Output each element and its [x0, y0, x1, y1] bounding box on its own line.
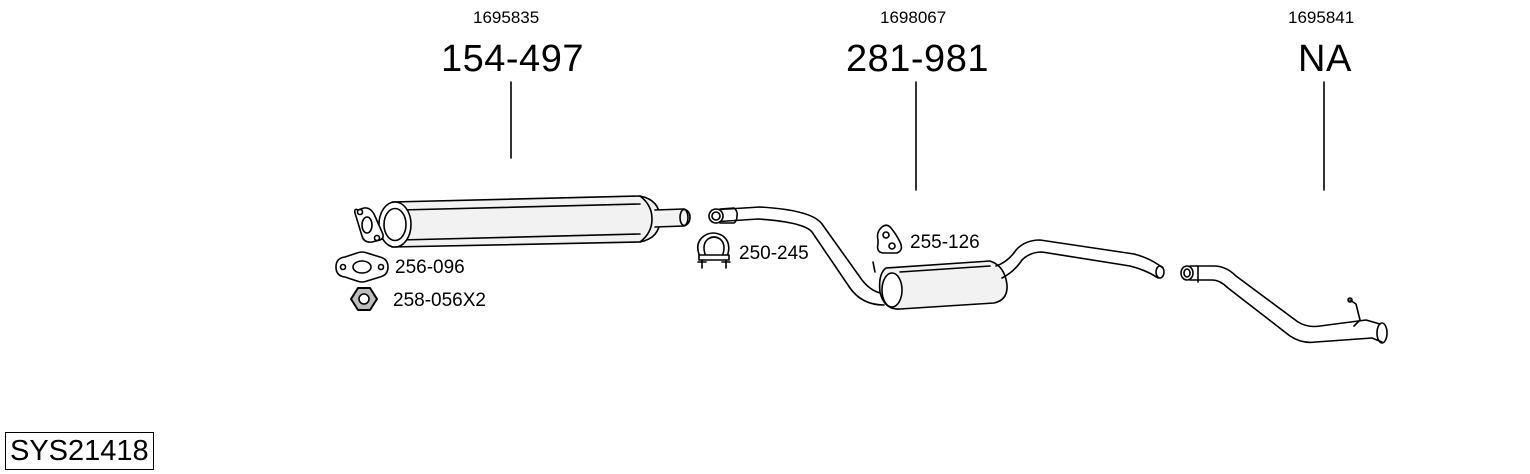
accessory-label-clamp[interactable]: 250-245: [739, 243, 809, 264]
system-code-box: SYS21418: [5, 432, 154, 470]
oem-number-2: 1698067: [880, 8, 947, 27]
part-number-1[interactable]: 154-497: [441, 38, 584, 80]
gasket-icon: [335, 251, 389, 283]
rubber-hanger-icon: [876, 224, 903, 254]
part-number-3[interactable]: NA: [1298, 38, 1352, 80]
tail-pipe-icon: [1180, 265, 1388, 344]
part-number-2[interactable]: 281-981: [846, 38, 989, 80]
clamp-icon: [696, 232, 731, 269]
accessory-label-gasket[interactable]: 256-096: [395, 257, 465, 278]
accessory-label-hanger[interactable]: 255-126: [910, 232, 980, 253]
oem-number-1: 1695835: [473, 8, 540, 27]
front-silencer-icon: [354, 195, 691, 248]
centre-silencer-icon: [708, 206, 1165, 310]
hex-nut-icon: [350, 287, 378, 311]
oem-number-3: 1695841: [1288, 8, 1355, 27]
accessory-label-nut[interactable]: 258-056X2: [393, 290, 486, 311]
